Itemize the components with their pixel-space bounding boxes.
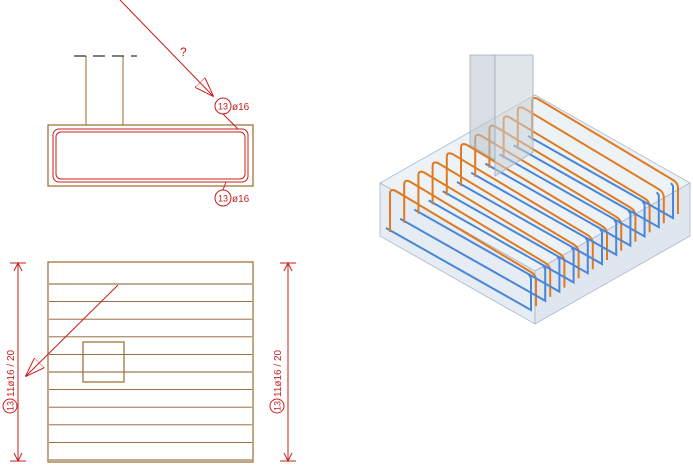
left-bar-spec: 11ø16 / 20 [6,349,17,397]
bottom-bar-position: 13 [218,194,228,204]
iso-bar-lower [484,162,632,248]
bottom-bar-leader [222,181,227,191]
plan-view: 13 11ø16 / 20 13 11ø16 / 20 [2,261,296,463]
iso-bar-lower [527,135,674,220]
bottom-bar-label: 13 ø16 [214,181,250,207]
right-bar-position-circle [269,398,285,414]
bottom-bar-diameter: ø16 [232,194,250,205]
footing-outline [47,124,254,187]
footing-plan-outline [47,261,254,463]
top-bar-label: 13 ø16 [214,97,250,130]
iso-bar-lower [428,199,575,285]
iso-bar-lower [413,208,561,294]
column-side-face [494,54,534,177]
left-arrow-top [13,261,23,272]
section-view: ? 13 ø16 13 ø16 [47,0,254,207]
iso-bar-lower [456,181,603,266]
left-bar-label: 13 11ø16 / 20 [2,349,18,414]
top-bar-position: 13 [218,102,228,112]
right-arrow-bottom [283,452,293,463]
right-bar-position: 13 [273,401,283,411]
top-bar-leader [222,113,242,130]
left-bar-position: 13 [6,401,16,411]
plan-bars [49,283,252,461]
top-bar-diameter: ø16 [232,102,250,113]
iso-bar-lower [470,171,618,257]
isometric-view [379,54,691,325]
iso-bar-lower [499,153,646,239]
column-plan [82,341,125,383]
left-bar-position-circle [2,398,18,414]
iso-bar-lower [385,227,532,312]
iso-bar-lower [399,217,547,303]
right-bar-spec: 11ø16 / 20 [273,349,284,397]
rebar-loop-inner [55,131,246,180]
column-front-face [469,54,496,161]
plan-leader-arrow [26,284,119,376]
question-mark: ? [180,45,187,59]
leader-arrow [119,0,213,96]
iso-bar-lower [442,190,589,275]
right-bar-label: 13 11ø16 / 20 [269,349,285,414]
iso-bar-lower [513,144,660,229]
left-arrow-bottom [13,452,23,463]
rebar-loop-outer [52,128,249,183]
right-arrow-top [283,261,293,272]
